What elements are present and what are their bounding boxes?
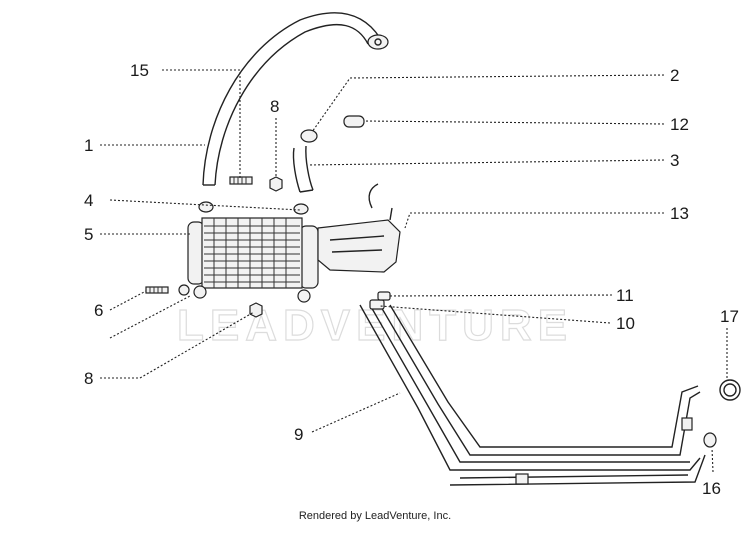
part-3-hose — [292, 145, 314, 193]
callout-11: 11 — [616, 286, 634, 305]
part-1-upper-hose — [202, 12, 389, 186]
callout-1: 1 — [84, 136, 93, 155]
part-15-screw — [229, 176, 253, 185]
part-8-nut-lower — [249, 302, 263, 318]
callout-12: 12 — [670, 115, 689, 134]
callout-2: 2 — [670, 66, 679, 85]
callout-6: 6 — [94, 301, 103, 320]
part-6-bolt — [145, 284, 190, 296]
callout-8-upper: 8 — [270, 97, 279, 116]
callout-4: 4 — [84, 191, 93, 210]
part-17-clamp — [719, 379, 741, 401]
callout-13: 13 — [670, 204, 689, 223]
callout-5: 5 — [84, 225, 93, 244]
callout-3: 3 — [670, 151, 679, 170]
callout-16: 16 — [702, 479, 721, 498]
footer-credit: Rendered by LeadVenture, Inc. — [298, 510, 452, 522]
part-9-pipes — [359, 304, 706, 486]
part-12-clamp — [343, 115, 365, 128]
callouts: 15 1 8 2 12 3 4 13 5 11 6 10 17 8 9 16 — [84, 61, 739, 498]
part-16-clamp — [703, 432, 717, 448]
part-8-nut-upper — [269, 176, 283, 192]
part-13-bracket — [317, 183, 401, 273]
callout-8-lower: 8 — [84, 369, 93, 388]
callout-15: 15 — [130, 61, 149, 80]
callout-10: 10 — [616, 314, 635, 333]
callout-17: 17 — [720, 307, 739, 326]
leader-lines — [100, 69, 728, 473]
callout-9: 9 — [294, 425, 303, 444]
part-5-radiator — [187, 217, 319, 303]
part-4-grommets — [198, 201, 309, 215]
part-2-clamp — [300, 129, 318, 143]
part-10-11-clamps — [369, 291, 391, 310]
